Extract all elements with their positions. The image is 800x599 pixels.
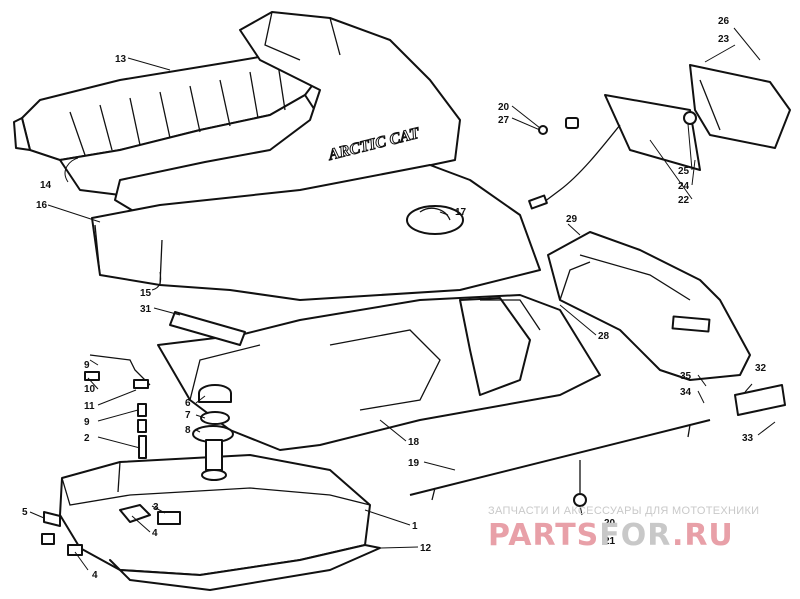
callout-9a: 9 xyxy=(84,360,90,371)
fuel-tank xyxy=(59,454,381,591)
callout-27: 27 xyxy=(498,115,510,126)
callout-33: 33 xyxy=(742,433,754,444)
belly-pan-frame xyxy=(157,294,601,451)
callout-3: 3 xyxy=(153,502,159,513)
callout-15: 15 xyxy=(140,288,152,299)
lower-body-panel xyxy=(91,164,541,301)
callout-19: 19 xyxy=(408,458,420,469)
callout-2: 2 xyxy=(84,433,90,444)
callout-labels: 13 14 16 15 31 9 10 11 9 2 6 7 8 1 12 5 … xyxy=(22,16,767,581)
callout-14: 14 xyxy=(40,180,52,191)
tail-light-assembly xyxy=(528,64,791,210)
callout-8: 8 xyxy=(185,425,191,436)
rear-cover xyxy=(547,231,751,381)
callout-13: 13 xyxy=(115,54,127,65)
watermark-caption: ЗАПЧАСТИ И АКСЕССУАРЫ ДЛЯ МОТОТЕХНИКИ xyxy=(488,505,760,517)
callout-26: 26 xyxy=(718,16,730,27)
callout-32: 32 xyxy=(755,363,767,374)
tank-fittings xyxy=(41,504,181,556)
watermark-logo-part3: .RU xyxy=(671,518,734,553)
leader-lines xyxy=(29,27,776,571)
seat-cushion xyxy=(13,49,331,196)
callout-4a: 4 xyxy=(152,528,158,539)
support-rod xyxy=(409,419,711,507)
callout-17: 17 xyxy=(455,207,467,218)
callout-35: 35 xyxy=(680,371,692,382)
watermark-logo-part1: PARTS xyxy=(488,518,600,553)
watermark-logo: PARTSFOR.RU xyxy=(488,518,734,553)
callout-6: 6 xyxy=(185,398,191,409)
callout-7: 7 xyxy=(185,410,191,421)
callout-18: 18 xyxy=(408,437,420,448)
fuel-cap-assembly xyxy=(192,384,234,481)
callout-28: 28 xyxy=(598,331,610,342)
callout-25: 25 xyxy=(678,166,690,177)
callout-23: 23 xyxy=(718,34,730,45)
callout-12: 12 xyxy=(420,543,432,554)
callout-29: 29 xyxy=(566,214,578,225)
callout-20a: 20 xyxy=(498,102,510,113)
callout-20b: 20 xyxy=(604,518,616,529)
callout-11: 11 xyxy=(84,401,95,412)
hood-shroud: ARCTIC CAT xyxy=(114,11,461,216)
reflector-bracket xyxy=(734,384,786,416)
callout-9b: 9 xyxy=(84,417,90,428)
callout-1: 1 xyxy=(412,521,418,532)
callout-4b: 4 xyxy=(92,570,98,581)
callout-22: 22 xyxy=(678,195,690,206)
callout-34: 34 xyxy=(680,387,692,398)
callout-24: 24 xyxy=(678,181,690,192)
callout-10: 10 xyxy=(84,384,96,395)
callout-31: 31 xyxy=(140,304,152,315)
watermark-logo-part2: FOR xyxy=(599,518,672,553)
callout-16: 16 xyxy=(36,200,48,211)
callout-21: 21 xyxy=(604,536,616,547)
fuel-line-fittings xyxy=(84,354,151,459)
callout-5: 5 xyxy=(22,507,28,518)
